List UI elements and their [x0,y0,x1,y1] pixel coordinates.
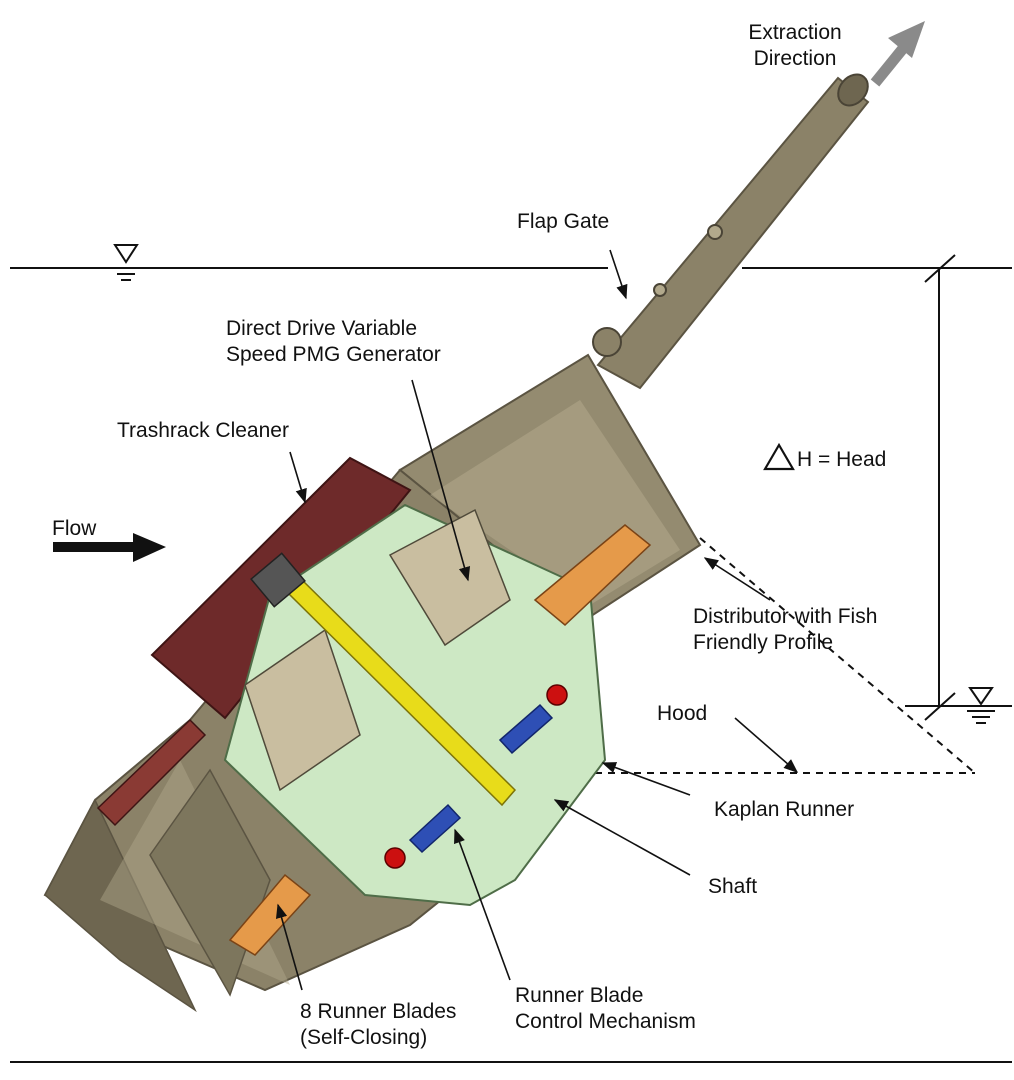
label-distributor: Distributor with Fish Friendly Profile [693,604,877,656]
control-mechanism-lower [408,803,462,854]
generator-chamber-upper [388,508,511,647]
label-shaft: Shaft [708,875,758,898]
leader-generator [411,379,471,582]
shaft-top-cap [250,552,306,608]
label-flow: Flow [52,517,97,540]
label-blade-control: Runner Blade Control Mechanism [515,983,696,1035]
leader-flap-gate [609,249,628,300]
flap-gate-hinge [592,327,622,357]
valve-upper [546,684,568,706]
label-kaplan-runner: Kaplan Runner [714,798,855,821]
label-direct-drive: Direct Drive Variable Speed PMG Generato… [226,316,441,368]
extraction-arm [596,76,870,390]
label-extraction-line1: Extraction [748,21,842,44]
label-head: H = Head [797,448,887,471]
dashed-outline-upper [699,537,976,774]
leader-kaplan [601,762,691,796]
turbine-assembly [43,73,870,1013]
control-mechanism-upper [498,703,554,755]
generator-chamber-lower [244,628,361,792]
runner-blade-upper [533,524,652,627]
leader-hood [734,717,799,773]
housing-shadow [44,798,197,1013]
runner-blade-lower [228,873,312,956]
label-extraction-direction: Extraction Direction [735,20,855,72]
valve-lower [384,847,406,869]
water-level-icon [112,244,140,281]
arm-opening [837,73,869,107]
extraction-arrow-icon [870,21,925,87]
label-runner-blades-line2: (Self-Closing) [300,1026,428,1049]
label-blade-control-line2: Control Mechanism [515,1010,696,1033]
leader-trashrack [289,451,307,504]
leader-distributor [703,557,771,601]
trashrack-strip [96,718,207,827]
leader-shaft [553,799,691,876]
label-extraction-line2: Direction [753,47,837,70]
label-runner-blades: 8 Runner Blades (Self-Closing) [300,999,456,1051]
label-blade-control-line1: Runner Blade [515,984,644,1007]
label-distributor-line1: Distributor with Fish [693,605,878,628]
label-trashrack-cleaner: Trashrack Cleaner [117,419,289,442]
label-direct-drive-line1: Direct Drive Variable [226,317,417,340]
water-level-icon-tail [967,687,995,724]
label-runner-blades-line1: 8 Runner Blades [300,1000,457,1023]
label-distributor-line2: Friendly Profile [693,631,834,654]
label-direct-drive-line2: Speed PMG Generator [226,343,441,366]
leader-blade-control [454,828,511,981]
leader-runner-blades [275,903,303,991]
delta-icon [763,442,795,471]
arm-pin [707,224,723,240]
flow-arrow-icon [53,533,166,562]
label-hood: Hood [657,702,708,725]
label-flap-gate: Flap Gate [517,210,610,233]
head-dimension [924,254,956,721]
arm-pin-2 [653,283,667,297]
